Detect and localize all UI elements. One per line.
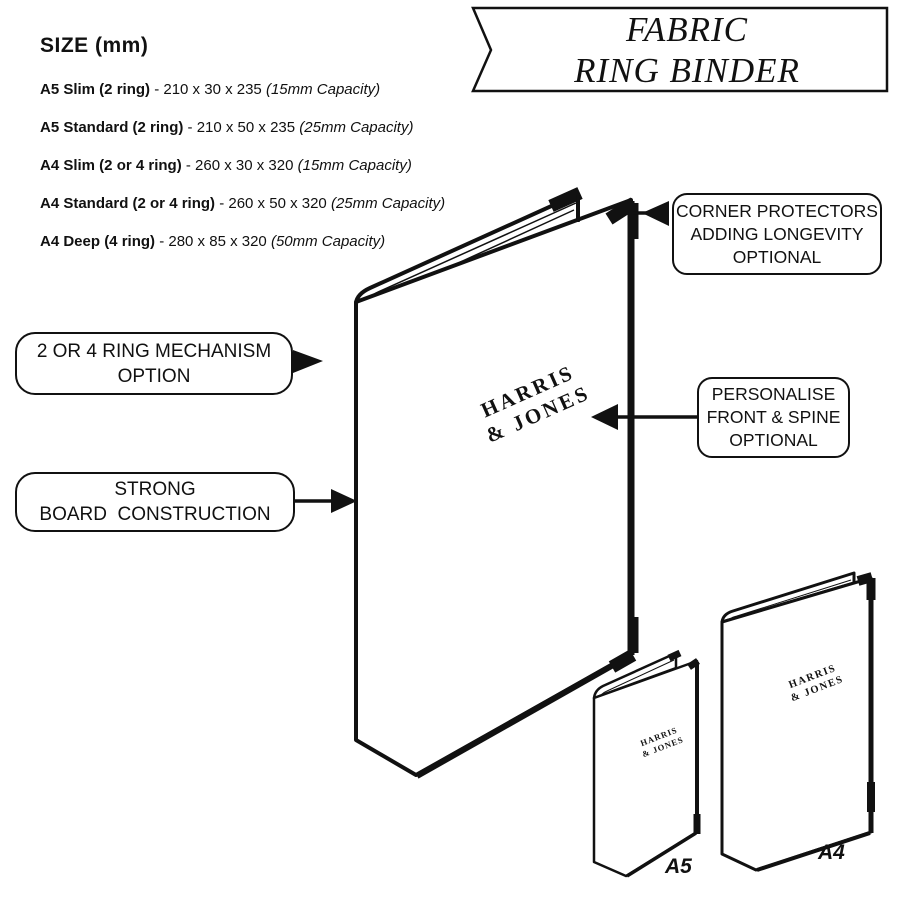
title-line-1: FABRIC bbox=[625, 9, 748, 49]
callout-line: OPTIONAL bbox=[732, 246, 822, 267]
size-item: A4 Deep (4 ring) - 280 x 85 x 320 (50mm … bbox=[40, 233, 445, 250]
main-binder-bottom-edge bbox=[415, 653, 631, 779]
size-item-dimensions: - 210 x 30 x 235 bbox=[154, 81, 262, 98]
callout-ring-mechanism: 2 OR 4 RING MECHANISM OPTION bbox=[15, 332, 293, 395]
size-item-capacity: (25mm Capacity) bbox=[330, 195, 446, 212]
size-item-capacity: (15mm Capacity) bbox=[297, 157, 412, 174]
main-binder-front-cover bbox=[354, 198, 633, 777]
main-binder-drawing bbox=[354, 187, 639, 779]
a5-binder-bottom-edge bbox=[626, 831, 697, 878]
size-item: A4 Standard (2 or 4 ring) - 260 x 50 x 3… bbox=[40, 195, 445, 212]
callout-line: FRONT & SPINE bbox=[706, 407, 841, 427]
callout-arrows bbox=[293, 201, 698, 513]
size-item-dimensions: - 260 x 30 x 320 bbox=[185, 157, 294, 174]
size-item-label: A5 Slim (2 ring) bbox=[40, 81, 151, 98]
a4-binder-front-cover bbox=[720, 576, 873, 872]
callout-line: CORNER PROTECTORS bbox=[676, 200, 878, 221]
arrow-ring-mechanism bbox=[293, 350, 323, 373]
size-item-capacity: (50mm Capacity) bbox=[270, 233, 386, 250]
size-item-dimensions: - 260 x 50 x 320 bbox=[219, 195, 327, 212]
a4-corner-protector-top-right-a bbox=[856, 572, 874, 586]
size-item-dimensions: - 210 x 50 x 235 bbox=[187, 119, 296, 136]
binder-size-label-a5: A5 bbox=[665, 855, 692, 878]
size-specs-panel: SIZE (mm) A5 Slim (2 ring) - 210 x 30 x … bbox=[40, 34, 445, 271]
a5-corner-protector-top bbox=[667, 649, 682, 662]
size-item-capacity: (15mm Capacity) bbox=[265, 81, 381, 98]
callout-line: ADDING LONGEVITY bbox=[690, 223, 864, 244]
callout-line: OPTION bbox=[117, 365, 191, 387]
size-item-dimensions: - 280 x 85 x 320 bbox=[159, 233, 267, 250]
title-line-2: RING BINDER bbox=[574, 50, 800, 90]
callout-corner-protectors: CORNER PROTECTORS ADDING LONGEVITY OPTIO… bbox=[672, 193, 882, 275]
callout-line: STRONG bbox=[114, 479, 196, 500]
a4-binder-bottom-edge bbox=[756, 831, 871, 872]
size-heading: SIZE (mm) bbox=[40, 34, 149, 57]
callout-personalise: PERSONALISE FRONT & SPINE OPTIONAL bbox=[697, 377, 850, 458]
arrow-corner-protectors bbox=[633, 201, 669, 226]
arrow-strong-board bbox=[294, 489, 357, 513]
callout-line: BOARD CONSTRUCTION bbox=[39, 504, 271, 525]
banner-ribbon-shape bbox=[471, 6, 889, 93]
a5-binder-drawing bbox=[592, 649, 701, 878]
a4-binder-drawing bbox=[720, 571, 876, 872]
callout-line: 2 OR 4 RING MECHANISM bbox=[36, 340, 272, 362]
corner-protector-back-top bbox=[548, 187, 583, 212]
size-item-label: A4 Deep (4 ring) bbox=[40, 233, 156, 250]
title-banner: FABRIC RING BINDER bbox=[491, 9, 883, 90]
callout-strong-board: STRONG BOARD CONSTRUCTION bbox=[15, 472, 295, 532]
size-item-label: A4 Slim (2 or 4 ring) bbox=[40, 157, 182, 174]
size-item-label: A5 Standard (2 ring) bbox=[40, 119, 184, 136]
a5-corner-protector-top-right bbox=[687, 658, 700, 670]
size-item: A5 Slim (2 ring) - 210 x 30 x 235 (15mm … bbox=[40, 81, 445, 98]
size-item: A4 Slim (2 or 4 ring) - 260 x 30 x 320 (… bbox=[40, 157, 445, 174]
corner-protector-bottom-right-a bbox=[608, 649, 637, 673]
callout-line: OPTIONAL bbox=[729, 430, 818, 450]
callout-line: PERSONALISE bbox=[711, 384, 836, 404]
size-item: A5 Standard (2 ring) - 210 x 50 x 235 (2… bbox=[40, 119, 445, 136]
size-item-capacity: (25mm Capacity) bbox=[299, 119, 414, 136]
binder-size-label-a4: A4 bbox=[818, 841, 845, 864]
arrow-personalise bbox=[591, 404, 698, 430]
size-item-label: A4 Standard (2 or 4 ring) bbox=[40, 195, 216, 212]
